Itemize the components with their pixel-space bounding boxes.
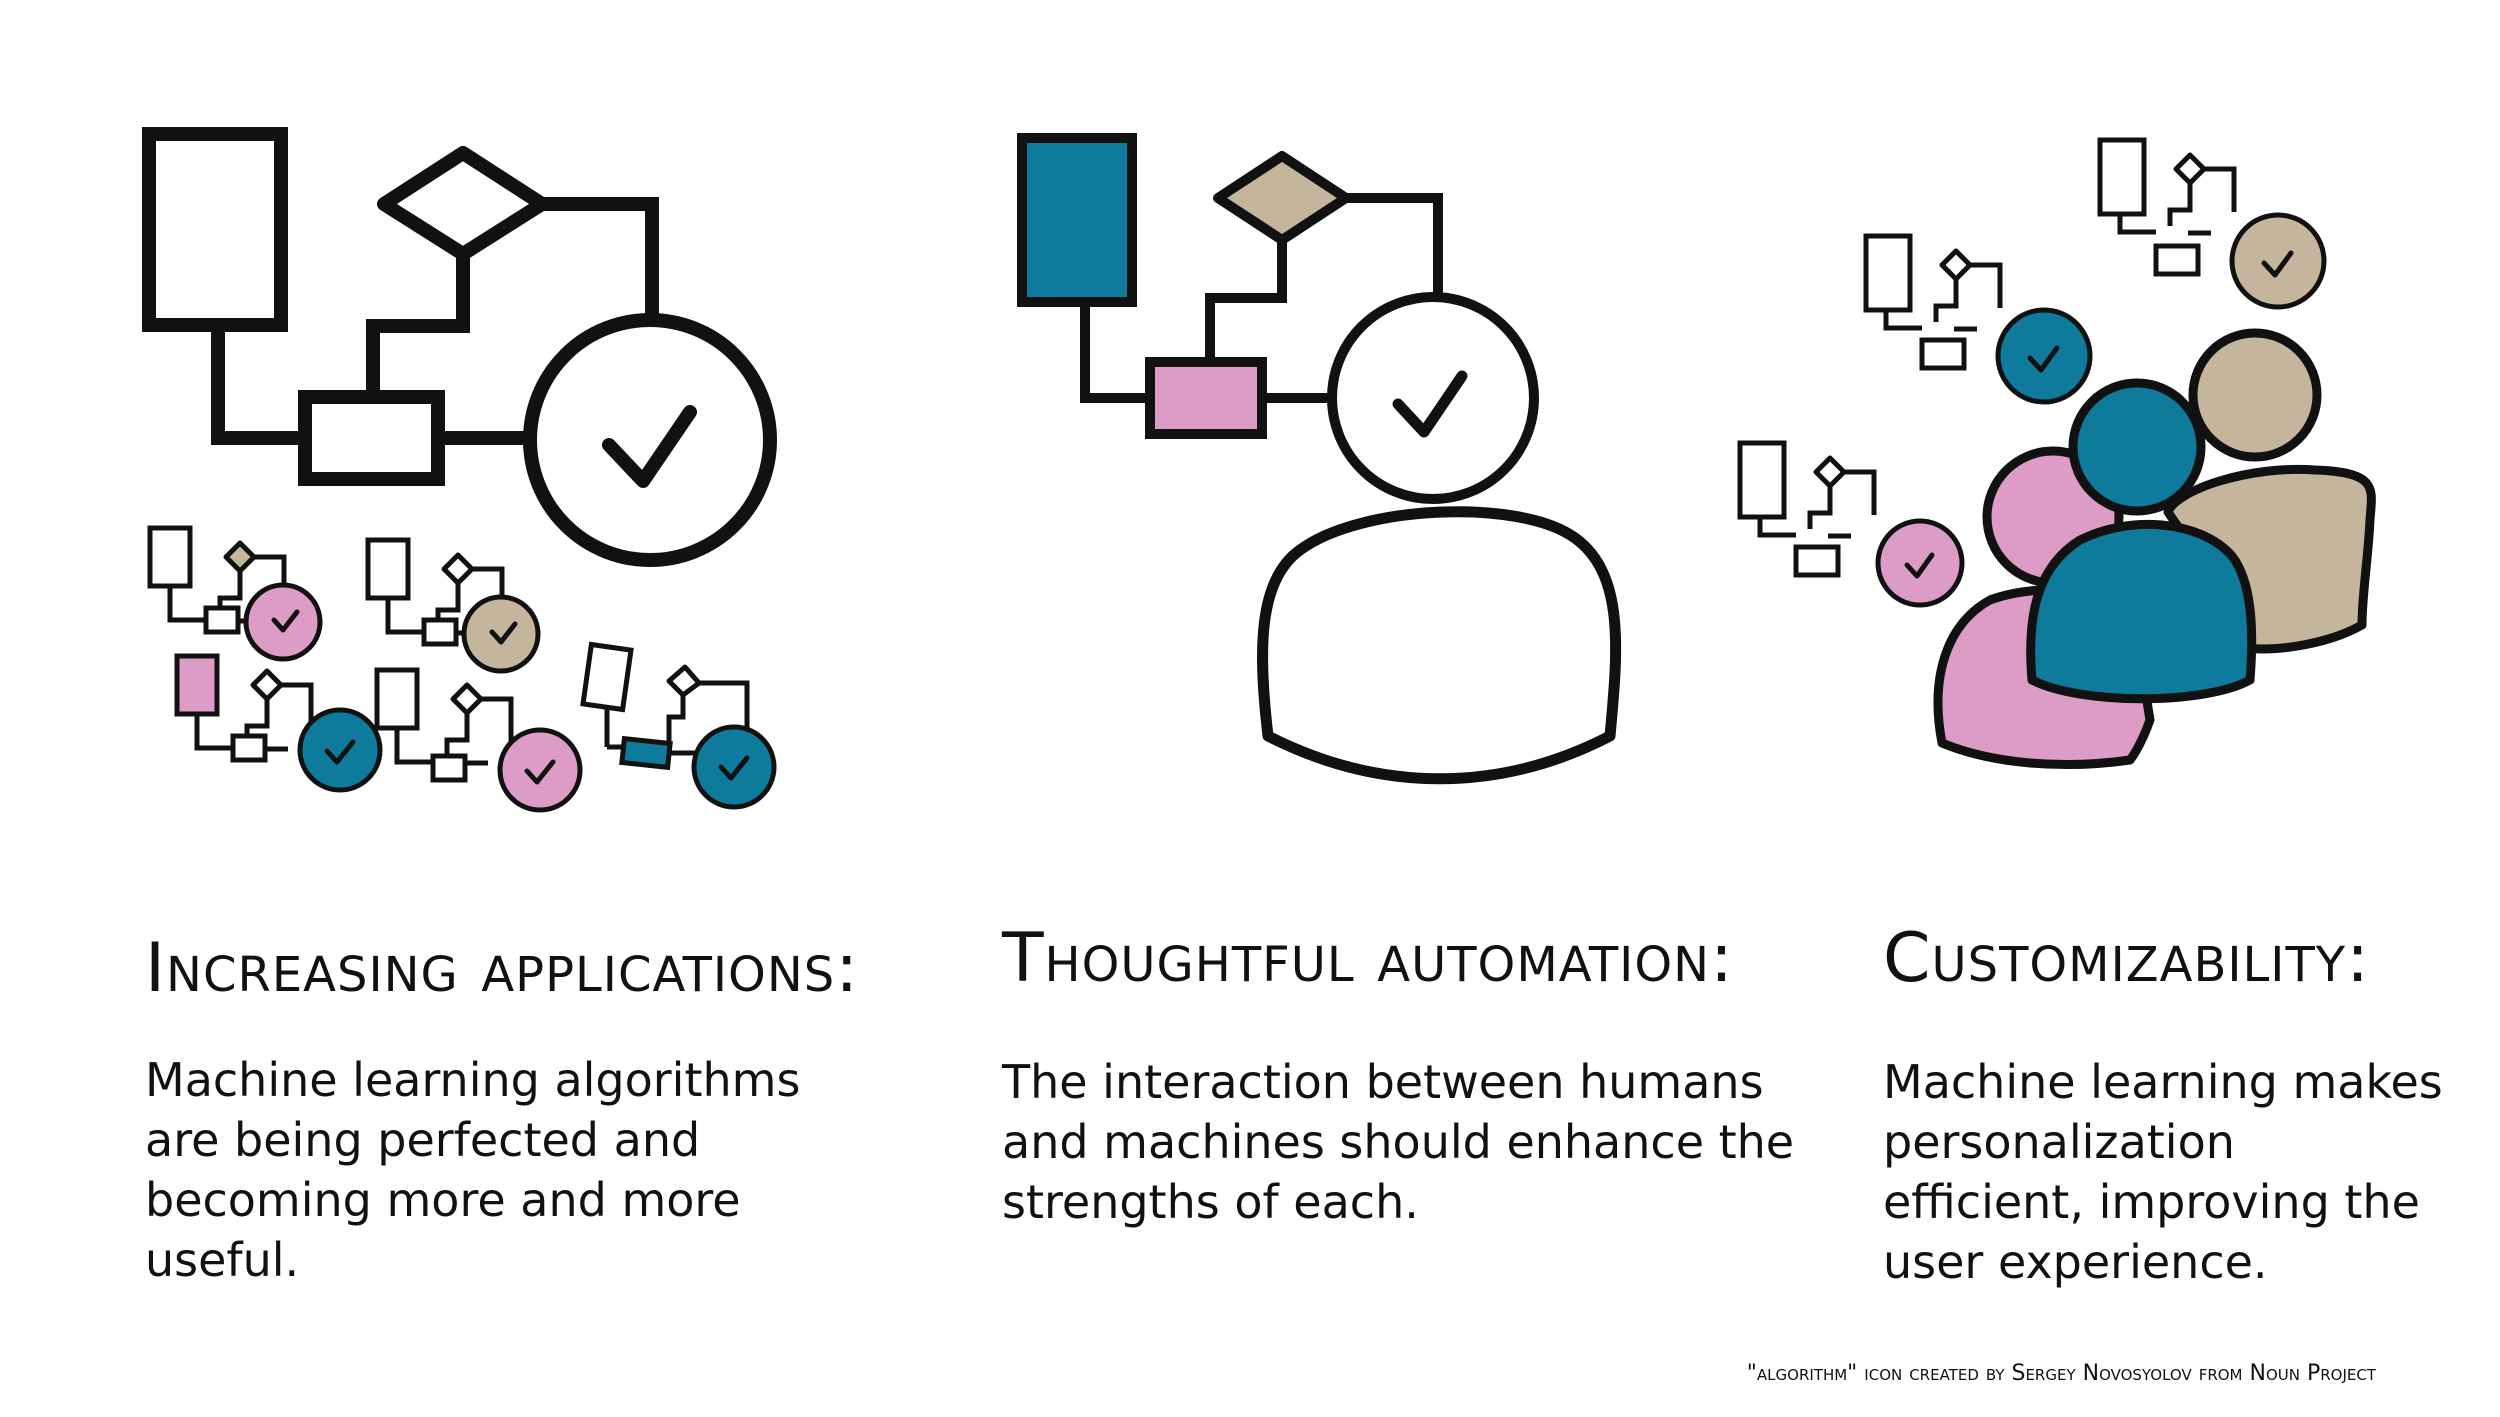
decision-diamond xyxy=(377,146,549,261)
algorithm-flowchart-icon xyxy=(142,127,777,567)
column-description: Machine learning algorithms are being pe… xyxy=(145,1052,801,1287)
step-box xyxy=(298,390,445,486)
group-of-people-with-algorithms-icon xyxy=(1933,328,2376,770)
icon-credit: "algorithm" icon created by Sergey Novos… xyxy=(1746,1361,2376,1386)
column-description: The interaction between humans and machi… xyxy=(1002,1054,1795,1229)
check-icon xyxy=(1392,370,1468,438)
result-circle xyxy=(1327,292,1539,504)
decision-diamond xyxy=(1213,151,1351,245)
result-circle xyxy=(523,313,777,567)
small-algorithm-icon xyxy=(580,641,777,810)
column-customizability: Customizability: Machine learning makes … xyxy=(1883,918,2443,1292)
column-title: Thoughtful automation: xyxy=(1002,919,1734,998)
small-algorithm-icon xyxy=(147,525,323,662)
column-title: Customizability: xyxy=(1883,919,2371,998)
process-box xyxy=(142,127,288,332)
process-box xyxy=(1017,133,1137,307)
column-thoughtful-automation: Thoughtful automation: The interaction b… xyxy=(1002,918,1802,1232)
small-algorithm-icon xyxy=(1863,233,2093,405)
check-icon xyxy=(602,405,697,488)
small-algorithm-icon xyxy=(1737,440,1965,608)
small-algorithm-icon xyxy=(365,537,541,674)
small-algorithm-icon xyxy=(2097,137,2327,310)
small-algorithm-icon xyxy=(174,653,383,793)
column-description: Machine learning makes personalization e… xyxy=(1883,1054,2443,1289)
person-body xyxy=(1257,506,1622,785)
algorithm-with-person-icon xyxy=(1017,133,1622,785)
step-box xyxy=(1145,357,1267,439)
column-title: Increasing applications: xyxy=(145,929,860,1008)
small-algorithm-icon xyxy=(374,667,583,813)
column-increasing-applications: Increasing applications: Machine learnin… xyxy=(145,928,885,1290)
